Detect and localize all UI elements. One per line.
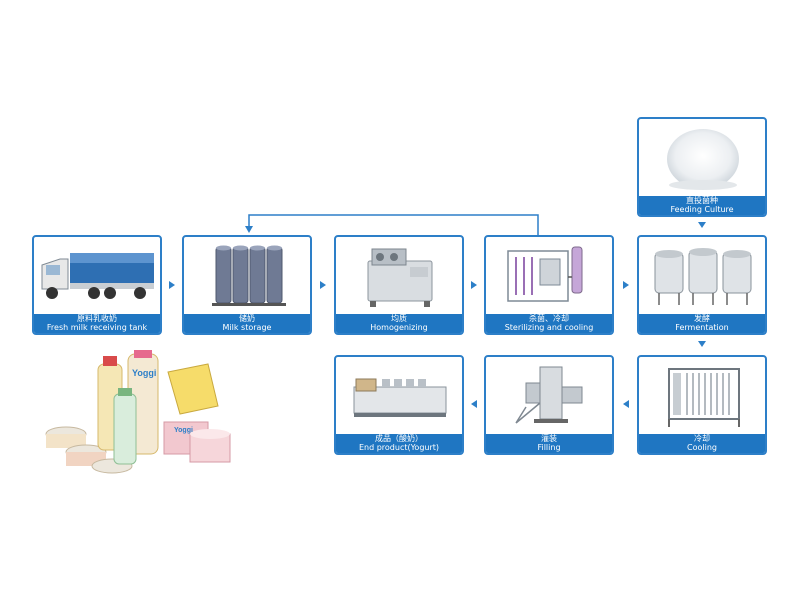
culture-powder-icon [639, 119, 765, 197]
step-label-en: Fermentation [639, 324, 765, 332]
flow-arrow-down [698, 222, 706, 228]
step-label-cn: 杀菌、冷却 [486, 315, 612, 323]
step-label: 均质 Homogenizing [336, 314, 462, 333]
step-label-en: Feeding Culture [639, 206, 765, 214]
step-label: 原料乳收奶 Fresh milk receiving tank [34, 314, 160, 333]
sterilizer-icon [486, 237, 612, 315]
step-fresh-milk-receiving: 原料乳收奶 Fresh milk receiving tank [32, 235, 162, 335]
fermentation-tanks-icon [639, 237, 765, 315]
step-label: 成品（酸奶） End product(Yogurt) [336, 434, 462, 453]
step-label-cn: 灌装 [486, 435, 612, 443]
step-end-product: 成品（酸奶） End product(Yogurt) [334, 355, 464, 455]
homogenizer-icon [336, 237, 462, 315]
step-filling: 灌装 Filling [484, 355, 614, 455]
brand-logo: Yoggi [132, 368, 156, 378]
step-label-en: Homogenizing [336, 324, 462, 332]
flow-arrow-right [471, 281, 477, 289]
packaging-line-icon [336, 357, 462, 435]
flow-arrow-left [623, 400, 629, 408]
step-label-en: Sterilizing and cooling [486, 324, 612, 332]
step-label-en: Fresh milk receiving tank [34, 324, 160, 332]
flow-arrow-right [169, 281, 175, 289]
step-label-cn: 发酵 [639, 315, 765, 323]
step-sterilizing-cooling: 杀菌、冷却 Sterilizing and cooling [484, 235, 614, 335]
step-milk-storage: 储奶 Milk storage [182, 235, 312, 335]
step-label: 直投菌种 Feeding Culture [639, 196, 765, 215]
storage-tanks-icon [184, 237, 310, 315]
step-label: 发酵 Fermentation [639, 314, 765, 333]
step-label: 冷却 Cooling [639, 434, 765, 453]
step-label: 储奶 Milk storage [184, 314, 310, 333]
step-feeding-culture: 直投菌种 Feeding Culture [637, 117, 767, 217]
yogurt-products-image: Yoggi Yoggi [40, 350, 240, 480]
flow-arrow-right [623, 281, 629, 289]
step-label-cn: 储奶 [184, 315, 310, 323]
step-label-cn: 均质 [336, 315, 462, 323]
step-label-cn: 直投菌种 [639, 197, 765, 205]
step-label: 灌装 Filling [486, 434, 612, 453]
step-label-en: Milk storage [184, 324, 310, 332]
step-fermentation: 发酵 Fermentation [637, 235, 767, 335]
svg-text:Yoggi: Yoggi [174, 427, 193, 434]
step-cooling: 冷却 Cooling [637, 355, 767, 455]
step-label-en: Cooling [639, 444, 765, 452]
flow-arrow-down [698, 341, 706, 347]
step-label-cn: 成品（酸奶） [336, 435, 462, 443]
step-label-en: End product(Yogurt) [336, 444, 462, 452]
step-label-en: Filling [486, 444, 612, 452]
step-label: 杀菌、冷却 Sterilizing and cooling [486, 314, 612, 333]
plate-cooler-icon [639, 357, 765, 435]
step-label-cn: 冷却 [639, 435, 765, 443]
filling-machine-icon [486, 357, 612, 435]
step-label-cn: 原料乳收奶 [34, 315, 160, 323]
flow-arrow-left [471, 400, 477, 408]
step-homogenizing: 均质 Homogenizing [334, 235, 464, 335]
flow-arrow-right [320, 281, 326, 289]
milk-truck-icon [34, 237, 160, 315]
